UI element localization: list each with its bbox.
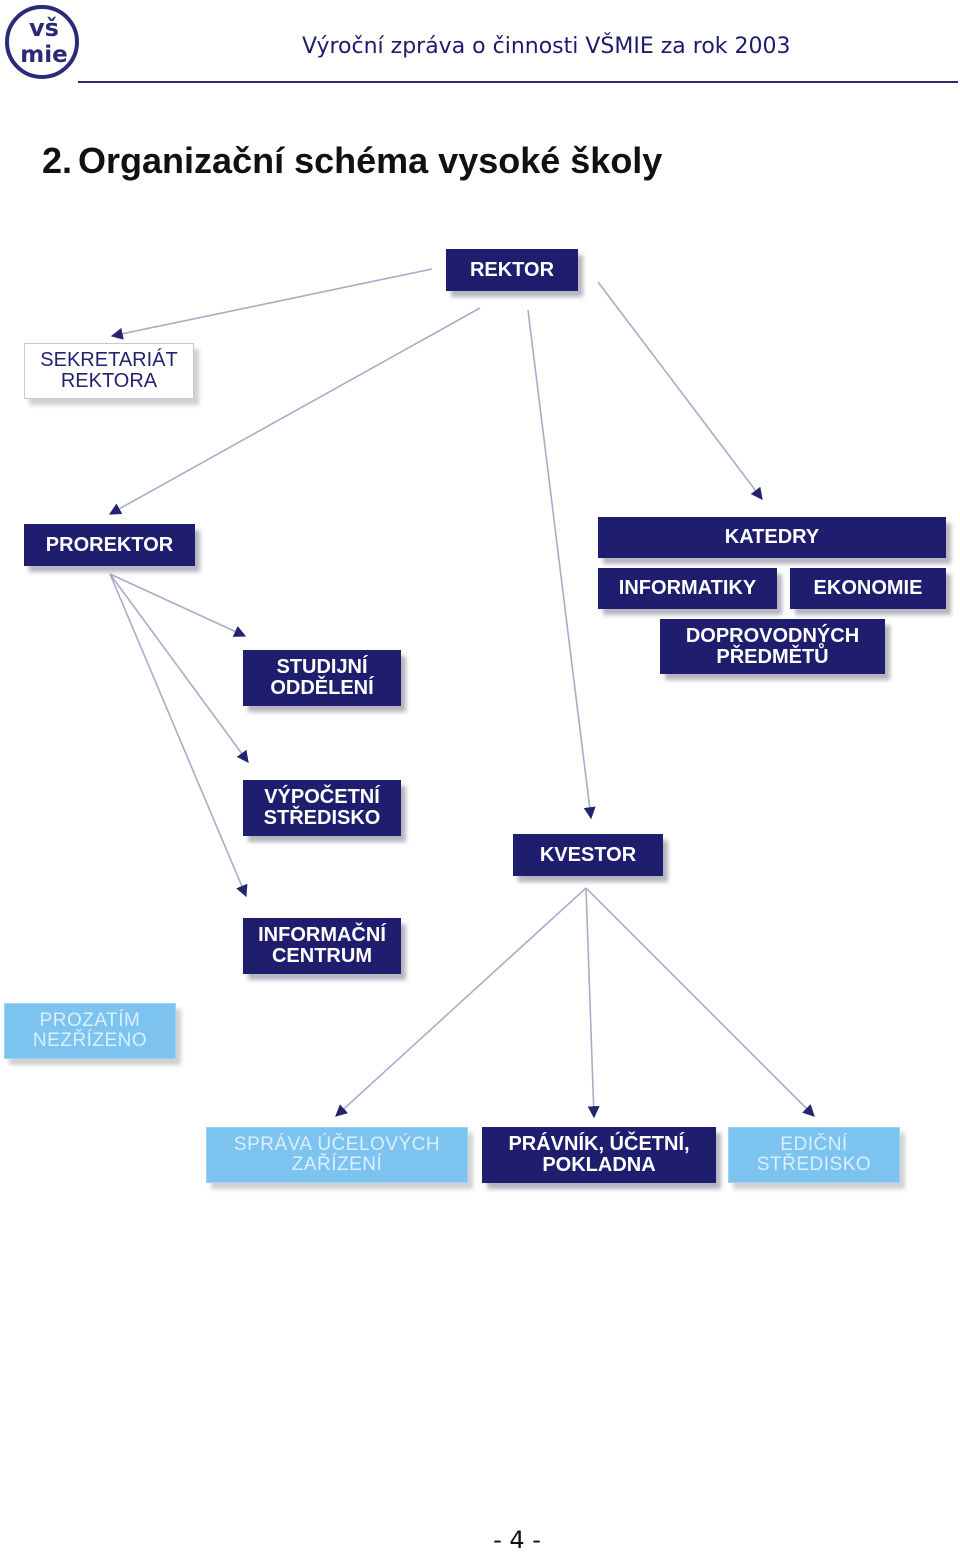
label-vypocetni: VÝPOČETNÍ STŘEDISKO	[263, 786, 381, 829]
box-edicni-stredisko: EDIČNÍ STŘEDISKO	[728, 1127, 900, 1183]
section-number: 2.	[42, 140, 73, 181]
report-title: Výroční zpráva o činnosti VŠMIE za rok 2…	[302, 34, 791, 59]
label-informatiky: INFORMATIKY	[618, 577, 757, 599]
box-rektor: REKTOR	[446, 249, 578, 291]
connector-rektor-katedry	[597, 281, 763, 500]
label-kvestor: KVESTOR	[539, 843, 637, 866]
box-pravnik-ucetni-pokladna: PRÁVNÍK, ÚČETNÍ, POKLADNA	[482, 1127, 716, 1183]
box-informatiky: INFORMATIKY	[598, 568, 777, 609]
label-studijni: STUDIJNÍ ODDĚLENÍ	[270, 656, 374, 699]
label-edicni: EDIČNÍ STŘEDISKO	[756, 1134, 872, 1175]
page-number: - 4 -	[493, 1526, 541, 1554]
connector-rektor-prorektor	[108, 307, 481, 515]
box-vypocetni-stredisko: VÝPOČETNÍ STŘEDISKO	[243, 780, 401, 836]
label-sekretariat: SEKRETARIÁT REKTORA	[40, 349, 178, 392]
vsmie-logo: vš mie	[5, 5, 79, 79]
label-prorektor: PROREKTOR	[45, 533, 174, 556]
label-sprava: SPRÁVA ÚČELOVÝCH ZAŘÍZENÍ	[233, 1134, 441, 1175]
box-kvestor: KVESTOR	[513, 834, 663, 876]
logo-text-bottom: mie	[20, 42, 67, 68]
connector-prorektor-informacni	[109, 573, 248, 898]
connector-prorektor-studijni	[109, 573, 247, 637]
label-rektor: REKTOR	[469, 258, 555, 281]
box-sekretariat-rektora: SEKRETARIÁT REKTORA	[24, 343, 194, 399]
box-studijni-oddeleni: STUDIJNÍ ODDĚLENÍ	[243, 650, 401, 706]
connector-kvestor-sprava	[335, 887, 587, 1117]
box-ekonomie: EKONOMIE	[790, 568, 946, 609]
connector-rektor-kvestor	[527, 309, 596, 820]
page-heading: 2.Organizační schéma vysoké školy	[42, 140, 662, 182]
box-katedry: KATEDRY	[598, 517, 946, 558]
box-prozatim-nezrizeno: PROZATÍM NEZŘÍZENO	[4, 1003, 176, 1059]
label-ekonomie: EKONOMIE	[813, 577, 923, 599]
label-pravnik: PRÁVNÍK, ÚČETNÍ, POKLADNA	[508, 1133, 690, 1176]
label-katedry: KATEDRY	[724, 526, 820, 548]
box-doprovodnych-predmetu: DOPROVODNÝCH PŘEDMĚTŮ	[660, 619, 885, 674]
label-informacni: INFORMAČNÍ CENTRUM	[258, 924, 386, 967]
connector-kvestor-pravnik	[585, 887, 600, 1119]
box-prorektor: PROREKTOR	[24, 524, 195, 566]
label-prozatim: PROZATÍM NEZŘÍZENO	[32, 1010, 148, 1051]
connector-prorektor-vypocetni	[109, 573, 249, 763]
label-doprovodnych: DOPROVODNÝCH PŘEDMĚTŮ	[685, 624, 860, 668]
box-sprava-ucelovych-zarizeni: SPRÁVA ÚČELOVÝCH ZAŘÍZENÍ	[206, 1127, 468, 1183]
logo-text-top: vš	[29, 14, 59, 42]
connector-rektor-sekretariat	[110, 268, 433, 340]
connector-kvestor-edicni	[585, 887, 815, 1117]
section-title: Organizační schéma vysoké školy	[78, 140, 663, 181]
box-informacni-centrum: INFORMAČNÍ CENTRUM	[243, 918, 401, 974]
header-divider	[78, 81, 958, 83]
